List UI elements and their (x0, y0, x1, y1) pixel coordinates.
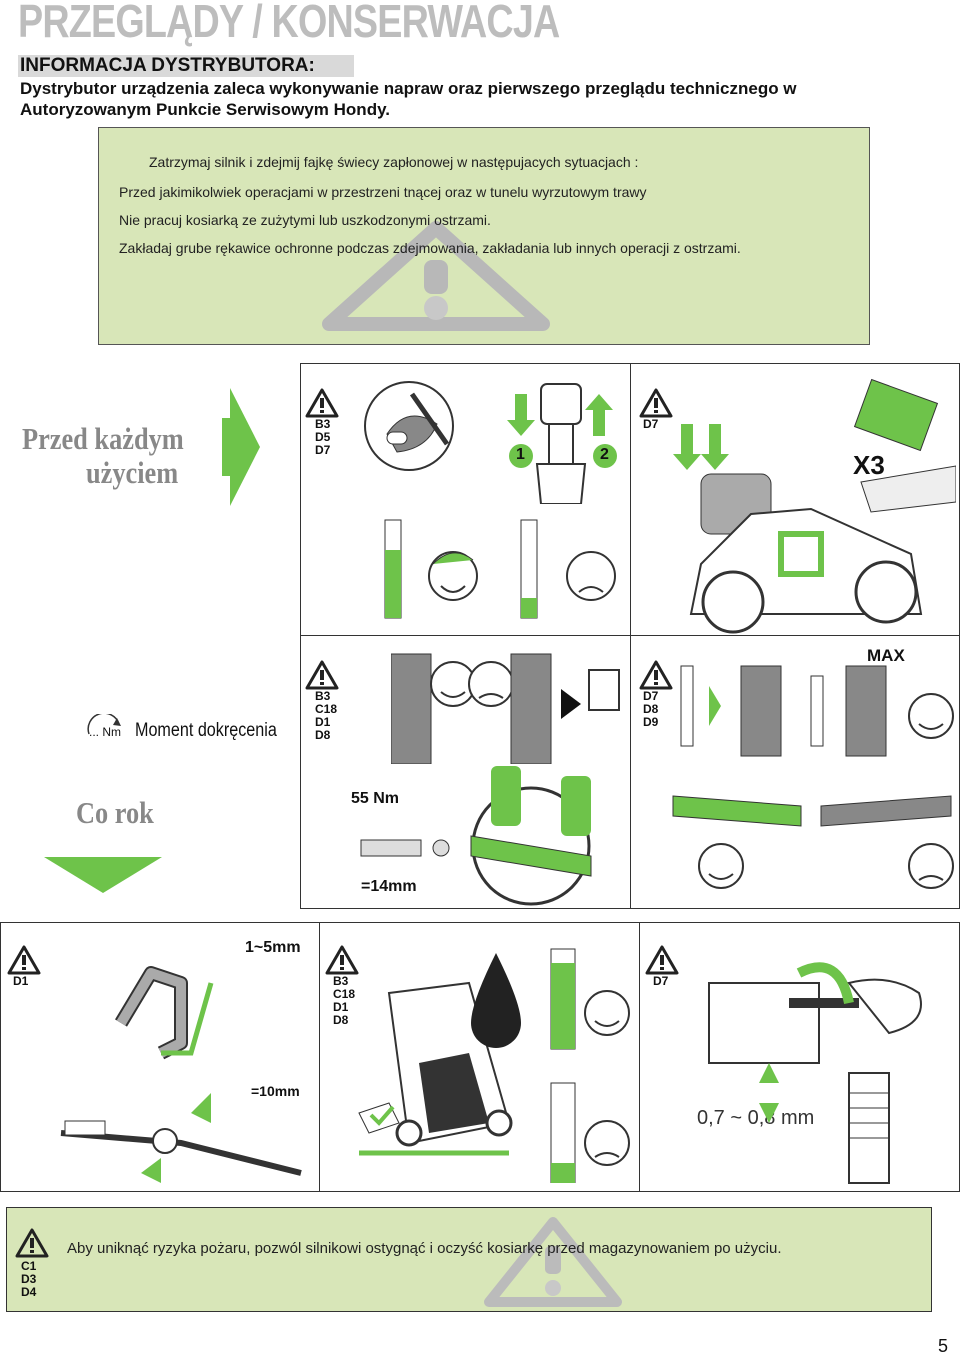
code: B3 (315, 417, 331, 431)
torque-value: 55 Nm (351, 790, 400, 807)
torque-arrow-icon (87, 714, 121, 735)
panel-3-codes: B3 C18 D1 D8 (315, 690, 337, 742)
code: D8 (333, 1013, 349, 1027)
warning-triangle-watermark-icon (484, 1217, 622, 1307)
panel-air-filter: D7 X3 (630, 363, 960, 637)
cable-adjustment-illustration (60, 966, 302, 1183)
step-1: 1 (516, 446, 525, 463)
panel-1-codes: B3 D5 D7 (315, 418, 330, 457)
warning-box: Zatrzymaj silnik i zdejmij fajkę świecy … (98, 127, 870, 345)
code: D7 (315, 443, 331, 457)
before-each-use-arrow-icon (222, 388, 260, 506)
cable-gap: 1~5mm (245, 939, 301, 956)
spark-plug-cleaning-illustration (364, 381, 454, 471)
storage-warning-box: C1 D3 D4 Aby uniknąć ryzyka pożaru, pozw… (6, 1207, 932, 1312)
code: D7 (643, 417, 659, 431)
panel-2-codes: D7 (643, 418, 658, 431)
info-label: INFORMACJA DYSTRYBUTORA: (20, 55, 315, 76)
panel-7-codes: D7 (653, 975, 668, 988)
code: D7 (643, 689, 659, 703)
sharpening-balance-illustration (672, 665, 954, 889)
oil-dipstick-illustration (507, 383, 617, 504)
torque-legend: ... Nm Moment dokręcenia (83, 714, 293, 750)
code: B3 (315, 689, 331, 703)
spark-gap: 0,7 ~ 0,8 mm (697, 1107, 815, 1129)
torque-label: Moment dokręcenia (135, 720, 277, 741)
panel-yearly-group: D1 1~5mm =10mm B3 C18 D1 D8 (0, 922, 960, 1192)
panel-spark-oil-check: B3 D5 D7 1 2 (300, 363, 632, 637)
panel-blade-sharpening: D7 D8 D9 MAX (630, 635, 960, 909)
warning-icon (7, 945, 41, 975)
warning-icon (639, 388, 673, 418)
storage-warning-text: Aby uniknąć ryzyka pożaru, pozwól silnik… (67, 1240, 782, 1257)
panel-blade-torque: B3 C18 D1 D8 55 Nm =14mm (300, 635, 632, 909)
warning-icon (639, 660, 673, 690)
yearly-arrow-icon (44, 857, 162, 893)
panel-cable-adjust: D1 1~5mm =10mm (1, 923, 320, 1191)
info-label-box: INFORMACJA DYSTRYBUTORA: (18, 55, 354, 77)
code: D4 (21, 1285, 37, 1299)
code: D7 (653, 974, 669, 988)
code: D8 (315, 728, 331, 742)
code: D5 (315, 430, 331, 444)
warning-icon (325, 945, 359, 975)
warning-line-3: Nie pracuj kosiarką ze zużytymi lub uszk… (119, 212, 491, 228)
code: B3 (333, 974, 349, 988)
panel-spark-plug-gap: D7 0,7 ~ 0,8 mm (639, 923, 959, 1191)
before-each-use-line-1: Przed każdym (22, 421, 184, 456)
warning-line-2: Przed jakimikolwiek operacjami w przestr… (119, 184, 647, 200)
panel-6-codes: B3 C18 D1 D8 (333, 975, 355, 1027)
step-2: 2 (600, 446, 609, 463)
bottom-codes: C1 D3 D4 (21, 1260, 36, 1299)
code: D3 (21, 1272, 37, 1286)
page-title: PRZEGLĄDY / KONSERWACJA (18, 0, 560, 47)
warning-line-4: Zakładaj grube rękawice ochronne podczas… (119, 240, 741, 256)
air-filter-mower-illustration (673, 378, 956, 634)
info-line-1: Dystrybutor urządzenia zaleca wykonywani… (20, 79, 797, 98)
panel-5-codes: D1 (13, 975, 28, 988)
wrench-size: =14mm (361, 878, 417, 895)
panel-4-codes: D7 D8 D9 (643, 690, 658, 729)
code: C18 (315, 702, 338, 716)
torque-unit: ... Nm (89, 725, 121, 739)
code: D1 (13, 974, 29, 988)
oil-drop-faces-illustration (471, 948, 630, 1183)
warning-icon (305, 388, 339, 418)
info-text: Dystrybutor urządzenia zaleca wykonywani… (20, 78, 920, 120)
code: C18 (333, 987, 356, 1001)
blade-mounting-illustration (360, 766, 592, 906)
warning-icon (305, 660, 339, 690)
yearly-label: Co rok (76, 795, 154, 830)
tap-count: X3 (853, 450, 885, 480)
warning-icon (15, 1228, 49, 1258)
code: D1 (333, 1000, 349, 1014)
oil-level-faces-illustration (384, 519, 616, 619)
spark-plug-removal-illustration (708, 962, 922, 1184)
before-each-use-line-2: użyciem (86, 455, 179, 490)
code: C1 (21, 1259, 37, 1273)
blade-wear-faces-illustration (391, 653, 620, 764)
warning-line-1: Zatrzymaj silnik i zdejmij fajkę świecy … (149, 154, 639, 170)
max-label: MAX (867, 646, 905, 665)
warning-triangle-watermark-icon (322, 221, 550, 331)
wrench-size-10: =10mm (251, 1083, 300, 1099)
panel-cleaning-oil: B3 C18 D1 D8 (319, 923, 640, 1191)
code: D1 (315, 715, 331, 729)
page-number: 5 (937, 1336, 948, 1356)
info-line-2: Autoryzowanym Punkcie Serwisowym Hondy. (20, 100, 390, 119)
warning-icon (645, 945, 679, 975)
code: D8 (643, 702, 659, 716)
code: D9 (643, 715, 659, 729)
